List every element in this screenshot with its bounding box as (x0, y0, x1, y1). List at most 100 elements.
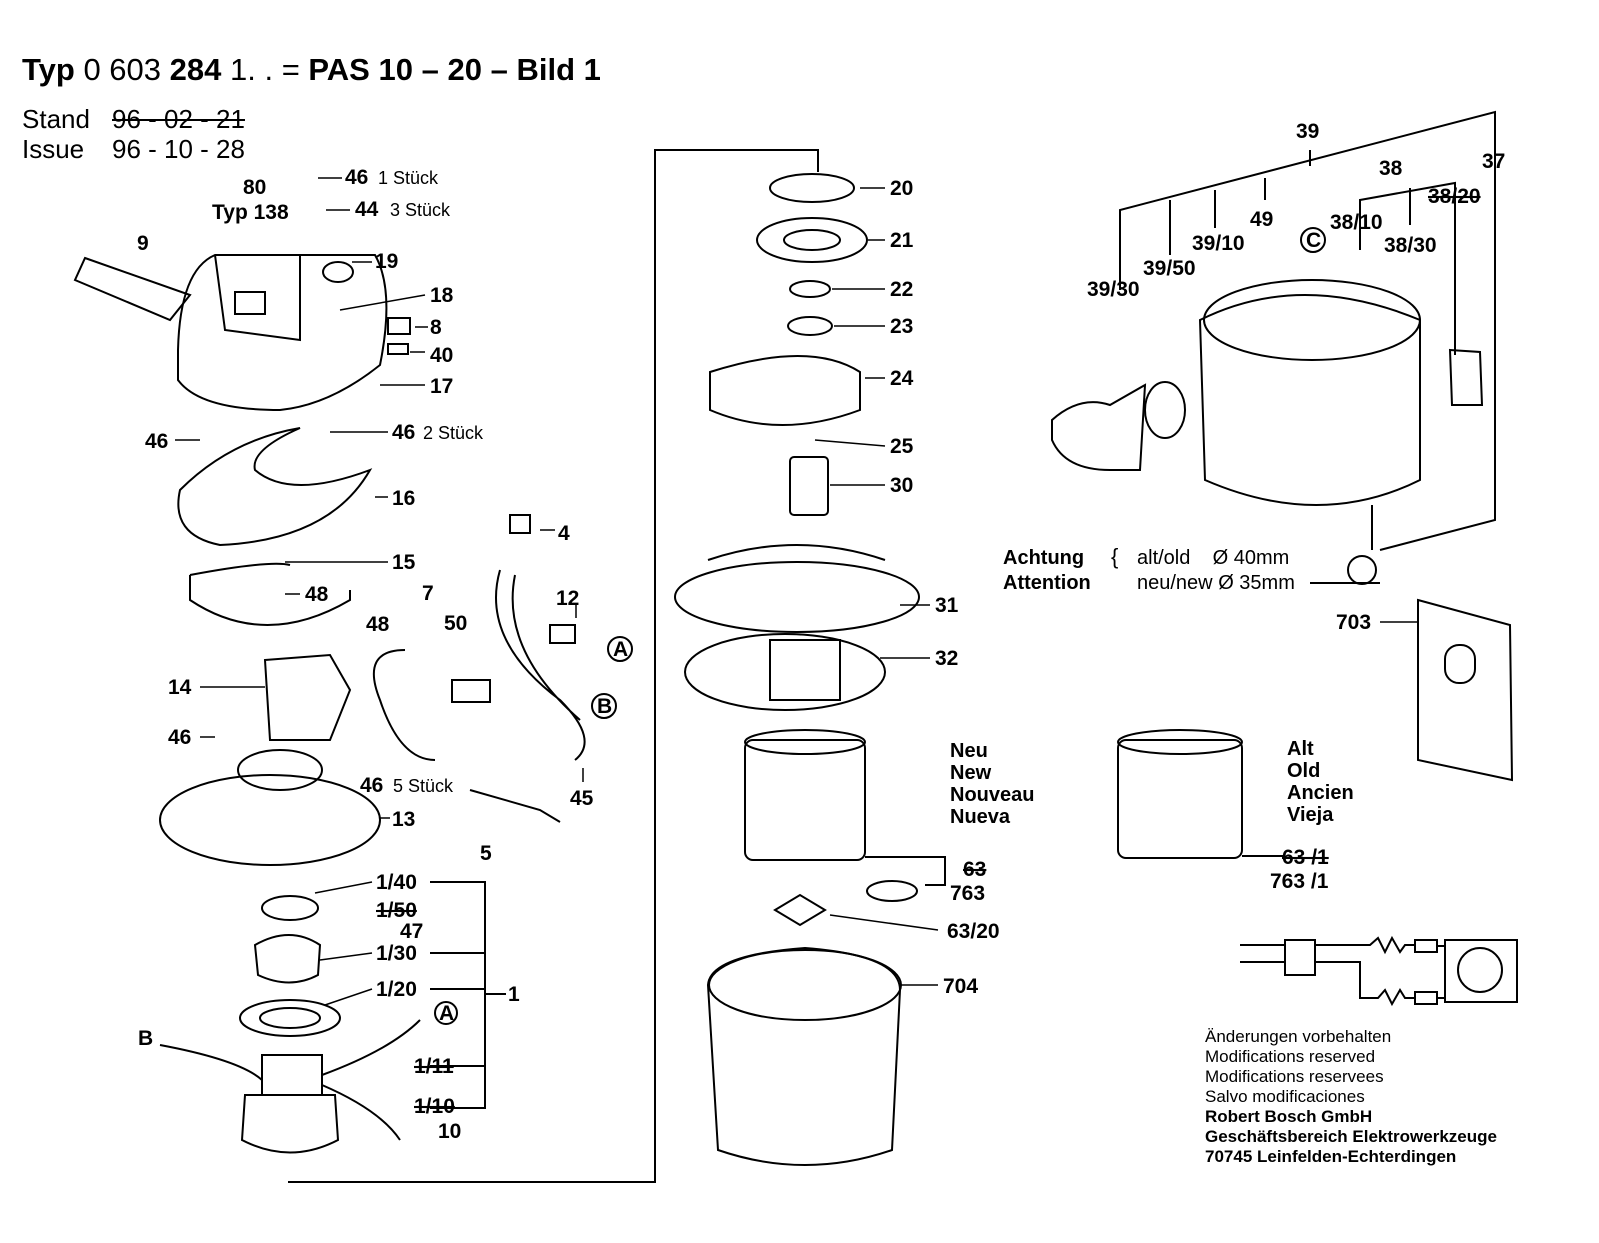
footer-notes: Änderungen vorbehalten Modifications res… (1205, 1027, 1497, 1167)
company-name: Robert Bosch GmbH (1205, 1107, 1373, 1126)
label-46-2: 46 (392, 421, 415, 444)
label-48b: 48 (366, 613, 390, 636)
motor-top (261, 1054, 323, 1096)
label-1-50: 1/50 (376, 899, 417, 922)
part-20-shape (769, 173, 855, 203)
circle-b1 (591, 693, 617, 719)
label-18: 18 (430, 284, 454, 307)
ancien-label: Ancien (1287, 782, 1354, 804)
label-704: 704 (943, 975, 978, 998)
page-title: Typ 0 603 284 1. . = PAS 10 – 20 – Bild … (22, 52, 601, 88)
filter-old (1117, 739, 1243, 859)
vieja-label: Vieja (1287, 804, 1334, 826)
label-17: 17 (430, 375, 453, 398)
terminal-50 (451, 679, 491, 703)
part-31-shape (674, 561, 920, 633)
container-body (1198, 294, 1421, 506)
dash: – (421, 52, 439, 87)
company-address: 70745 Leinfelden-Echterdingen (1205, 1147, 1457, 1166)
cable-45 (495, 569, 586, 761)
label-40: 40 (430, 344, 453, 367)
part-704-rim (708, 949, 902, 1021)
plug-cord (469, 789, 561, 823)
dash: – (490, 52, 508, 87)
label-13: 13 (392, 808, 415, 831)
label-1-11: 1/11 (414, 1055, 454, 1078)
label-4: 4 (558, 522, 570, 545)
bild-label: Bild 1 (516, 52, 601, 87)
part-21-shape (756, 217, 868, 263)
top-cover-window (234, 291, 266, 315)
part-1-20-hole (259, 1007, 321, 1029)
part-8-shape (387, 317, 411, 335)
part-16-shape (177, 427, 373, 547)
part-763-shape (866, 880, 918, 902)
castor-wheel (1347, 555, 1377, 585)
label-703: 703 (1336, 611, 1371, 634)
footer-line: Änderungen vorbehalten (1205, 1027, 1392, 1046)
label-47: 47 (400, 920, 423, 943)
label-38: 38 (1379, 157, 1403, 180)
bracket-63 (865, 856, 946, 886)
filter-new (744, 739, 866, 861)
part-31-top (707, 544, 886, 561)
old-label: alt/old (1137, 547, 1191, 569)
label-7: 7 (422, 582, 434, 605)
label-5: 5 (480, 842, 492, 865)
achtung-label: Achtung (1003, 547, 1085, 569)
top-cover-inner (214, 254, 301, 342)
part-12-shape (549, 624, 576, 644)
old-diameter: Ø 40mm (1212, 547, 1290, 569)
circle-a1 (607, 636, 633, 662)
label-1-10: 1/10 (414, 1095, 455, 1118)
label-48: 48 (305, 583, 329, 606)
circle-c (1300, 227, 1326, 253)
new-filter-labels: Neu New Nouveau Nueva (950, 740, 1034, 828)
frame-line (288, 149, 819, 1183)
part-32-shape (684, 633, 886, 711)
footer-line: Modifications reserved (1205, 1047, 1376, 1066)
part-13-shape (159, 774, 381, 866)
label-16: 16 (392, 487, 415, 510)
footer-line: Modifications reservees (1205, 1067, 1384, 1086)
footer-line: Salvo modificaciones (1205, 1087, 1365, 1106)
part-703-flange (1444, 644, 1476, 684)
label-46-2-note: 2 Stück (423, 423, 484, 443)
stand-date: 96 - 02 - 21 (112, 104, 245, 134)
part-704-shape (706, 946, 902, 1166)
label-1-20: 1/20 (376, 978, 417, 1001)
label-763-1: 763 /1 (1270, 870, 1329, 893)
label-23: 23 (890, 315, 913, 338)
part-38-20-shape (1448, 348, 1484, 406)
schematic-motor (1457, 947, 1503, 993)
label-63: 63 (963, 858, 986, 881)
label-10: 10 (438, 1120, 461, 1143)
motor-shape (240, 1094, 340, 1154)
label-30: 30 (890, 474, 913, 497)
label-46-2-left: 46 (145, 430, 168, 453)
label-38-30: 38/30 (1384, 234, 1437, 257)
label-12: 12 (556, 587, 579, 610)
label-39-30: 39/30 (1087, 278, 1140, 301)
filter-old-top (1117, 729, 1243, 755)
label-46-3: 46 (168, 726, 191, 749)
typ-number: 0 603 (83, 52, 162, 87)
label-1: 1 (508, 983, 520, 1006)
part-1-40-shape (261, 895, 319, 921)
label-c: C (1306, 229, 1321, 252)
label-44: 44 (355, 198, 379, 221)
issue-date: 96 - 10 - 28 (112, 134, 245, 164)
label-49: 49 (1250, 208, 1273, 231)
label-15: 15 (392, 551, 416, 574)
leader-38 (1359, 181, 1456, 355)
typ-suffix: 1. . = (230, 52, 300, 87)
schematic-motor-box (1444, 939, 1518, 1003)
label-763: 763 (950, 882, 985, 905)
part-23-shape (787, 316, 833, 336)
label-31: 31 (935, 594, 959, 617)
label-19: 19 (375, 250, 398, 273)
cable-7 (372, 649, 436, 761)
part-19-shape (322, 261, 354, 283)
label-46-1-note: 1 Stück (378, 168, 439, 188)
